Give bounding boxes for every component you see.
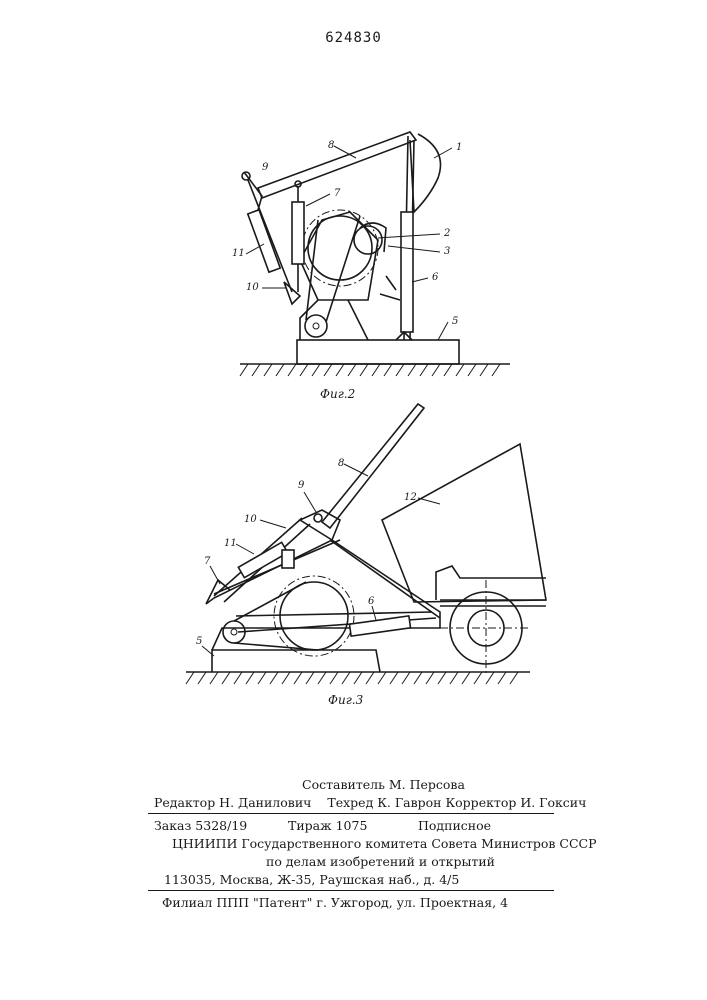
branch-line: Филиал ППП "Патент" г. Ужгород, ул. Прое… [162, 895, 508, 910]
fig2-lever [380, 276, 400, 300]
fig3-label-12: 12 [404, 492, 417, 503]
order-line: Заказ 5328/19 [154, 818, 247, 833]
fig3-label-10: 10 [244, 514, 257, 525]
fig3-drum-path [274, 576, 354, 656]
fig2-lower-frame [300, 300, 368, 340]
fig2-leader-7 [306, 194, 330, 206]
org-line-1: ЦНИИПИ Государственного комитета Совета … [172, 836, 597, 851]
rule-2 [148, 890, 554, 891]
fig2-label-11: 11 [232, 248, 245, 259]
techred: Техред К. Гаврон [327, 795, 441, 810]
fig3-leader-7 [210, 566, 220, 584]
fig2-rod-11 [248, 180, 292, 292]
fig3-label-5: 5 [196, 636, 202, 647]
fig2-label-8: 8 [328, 140, 334, 151]
rule-1 [148, 813, 554, 814]
fig2-label-1: 1 [456, 142, 462, 153]
fig3-left-pulley-hub [231, 629, 237, 635]
figure-2: 8 9 1 7 2 3 11 10 6 5 Фиг.2 [232, 132, 510, 401]
fig3-drum [280, 582, 348, 650]
fig2-label-10: 10 [246, 282, 259, 293]
fig3-label-9: 9 [298, 480, 305, 491]
fig3-leader-11 [236, 544, 254, 554]
fig3-main-frame [206, 540, 440, 650]
fig2-label-3: 3 [444, 246, 450, 257]
fig2-leader-6 [412, 278, 428, 282]
fig2-base-frame [297, 340, 459, 364]
subscription: Подписное [418, 818, 491, 833]
fig3-leader-9 [304, 492, 316, 512]
fig2-caption: Фиг.2 [320, 387, 355, 401]
fig2-leader-5 [438, 322, 448, 340]
corrector: Корректор И. Гоксич [445, 795, 586, 810]
fig3-ground-hatching [186, 672, 518, 684]
fig2-cylinder-7 [292, 202, 304, 264]
editor-line: Редактор Н. Данилович Техред К. Гаврон К… [154, 795, 586, 810]
fig3-cylinder-6 [349, 616, 410, 636]
fig3-base-frame [212, 650, 380, 672]
fig2-label-2: 2 [443, 228, 450, 239]
fig3-label-6: 6 [368, 596, 375, 607]
fig2-lower-pulley-hub [313, 323, 319, 329]
fig2-label-9: 9 [262, 162, 269, 173]
figure-3: 8 9 12 10 11 7 6 5 Фиг.3 [186, 404, 546, 707]
order: Заказ 5328/19 [154, 818, 247, 833]
circulation: Тираж 1075 [288, 818, 367, 833]
fig2-label-5: 5 [452, 316, 458, 327]
fig2-leader-3 [388, 246, 440, 252]
org-line-2: по делам изобретений и открытий [266, 854, 495, 869]
editor: Редактор Н. Данилович [154, 795, 311, 810]
address-line: 113035, Москва, Ж-35, Раушская наб., д. … [164, 872, 459, 887]
fig3-label-7: 7 [204, 556, 211, 567]
fig3-cylinder-7-head [282, 550, 294, 568]
fig3-leader-12 [418, 498, 440, 504]
fig3-label-8: 8 [338, 458, 344, 469]
fig3-truck-chassis [436, 566, 546, 600]
fig2-frame-body [300, 212, 378, 300]
fig2-label-6: 6 [432, 272, 439, 283]
fig3-bracket-pin [314, 514, 322, 522]
fig3-leader-10 [260, 520, 286, 528]
fig2-ground-hatching [240, 364, 500, 376]
fig2-bracket-pin [242, 172, 250, 180]
fig2-drum-path [302, 210, 378, 286]
fig3-caption: Фиг.3 [328, 693, 364, 707]
fig2-cylinder-6 [401, 212, 413, 332]
fig2-lower-pulley [305, 315, 327, 337]
fig2-label-7: 7 [334, 188, 341, 199]
compiler-line: Составитель М. Персова [302, 777, 465, 792]
fig3-label-11: 11 [224, 538, 237, 549]
fig3-wheel-axes [440, 580, 530, 674]
